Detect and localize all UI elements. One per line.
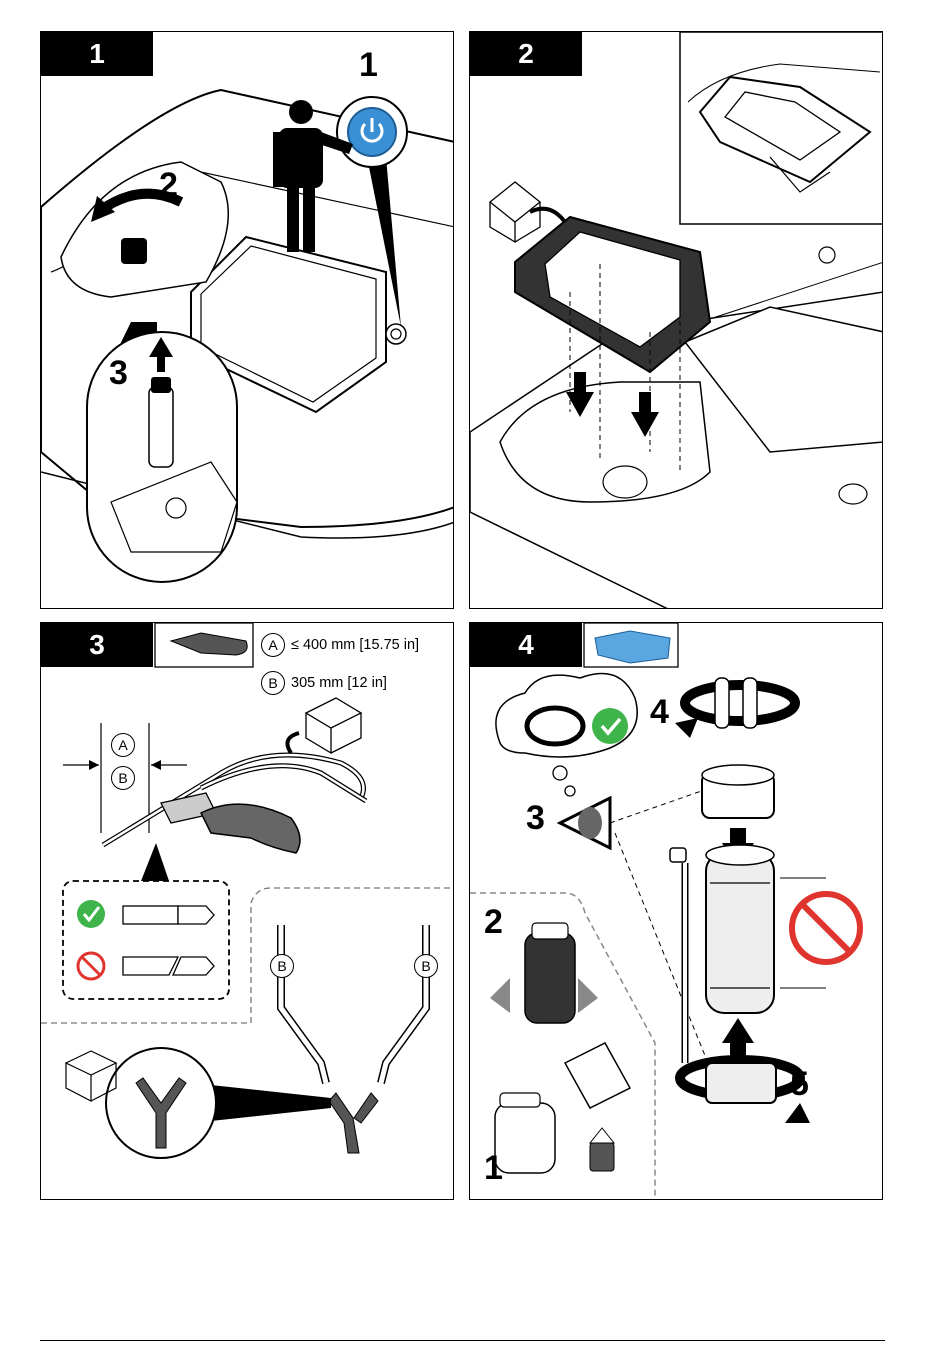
legend-a: A ≤ 400 mm [15.75 in] bbox=[261, 633, 419, 657]
legend-a-text: ≤ 400 mm [15.75 in] bbox=[291, 637, 419, 653]
panel-2: 2 bbox=[469, 31, 883, 609]
dim-label-b: B bbox=[111, 766, 135, 790]
panel-2-illustration bbox=[470, 32, 883, 609]
panel-1: 1 bbox=[40, 31, 454, 609]
panel-4-illustration bbox=[470, 623, 883, 1200]
step-2-label: 2 bbox=[159, 168, 178, 202]
legend-b: B 305 mm [12 in] bbox=[261, 671, 387, 695]
panel-4: 4 bbox=[469, 622, 883, 1200]
panel-3-illustration bbox=[41, 623, 454, 1200]
box-icon bbox=[490, 182, 540, 222]
vial-icon bbox=[149, 387, 173, 467]
hose-label-b-left: B bbox=[270, 954, 294, 978]
box-icon bbox=[306, 698, 361, 728]
panel-1-illustration bbox=[41, 32, 454, 609]
step-2-label: 2 bbox=[484, 905, 503, 939]
check-icon bbox=[592, 708, 628, 744]
step-3-label: 3 bbox=[526, 801, 545, 835]
y-fitting-icon bbox=[329, 1093, 378, 1153]
footer-rule bbox=[40, 1340, 885, 1341]
step-1-label: 1 bbox=[359, 48, 378, 82]
hose-label-b-right: B bbox=[414, 954, 438, 978]
check-icon bbox=[77, 900, 105, 928]
sample-cell-icon bbox=[121, 238, 147, 264]
step-1-label: 1 bbox=[484, 1151, 503, 1185]
legend-b-key: B bbox=[261, 671, 285, 695]
legend-b-text: 305 mm [12 in] bbox=[291, 675, 387, 691]
step-3-label: 3 bbox=[109, 356, 128, 390]
dim-label-a: A bbox=[111, 733, 135, 757]
bottle-icon bbox=[706, 853, 774, 1013]
step-5-label: 5 bbox=[790, 1067, 809, 1101]
step-4-label: 4 bbox=[650, 695, 669, 729]
o-ring-icon bbox=[527, 708, 583, 744]
legend-a-key: A bbox=[261, 633, 285, 657]
panel-3: 3 bbox=[40, 622, 454, 1200]
utility-knife bbox=[201, 804, 300, 853]
power-button-icon bbox=[386, 324, 406, 344]
